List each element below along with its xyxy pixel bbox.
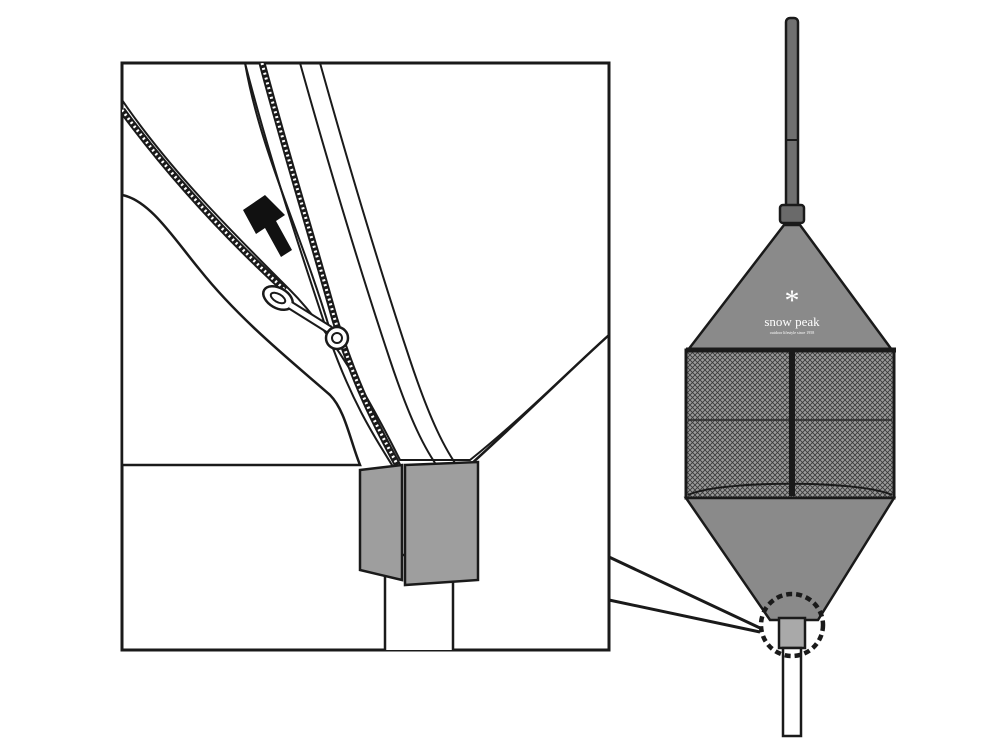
arrow-up-icon — [243, 195, 292, 257]
pole-sleeve-detail — [358, 463, 404, 582]
callout-lines — [608, 555, 761, 634]
brand-name: snow peak — [764, 314, 820, 329]
detail-panel — [120, 61, 611, 652]
fabric-body — [122, 63, 609, 461]
fabric-flap — [122, 193, 362, 467]
product-view: * snow peak outdoor lifestyle since 1958 — [683, 16, 897, 738]
pole-sleeve — [777, 616, 807, 650]
pole-bottom — [781, 646, 803, 738]
pole-top — [784, 16, 800, 218]
zoom-indicator — [758, 591, 826, 659]
brand-tagline: outdoor lifestyle since 1958 — [770, 330, 815, 335]
brand-symbol: * — [785, 284, 800, 317]
brand-logo: * snow peak outdoor lifestyle since 1958 — [764, 284, 820, 335]
lower-cone — [683, 496, 897, 622]
zipper-pull — [262, 284, 350, 351]
